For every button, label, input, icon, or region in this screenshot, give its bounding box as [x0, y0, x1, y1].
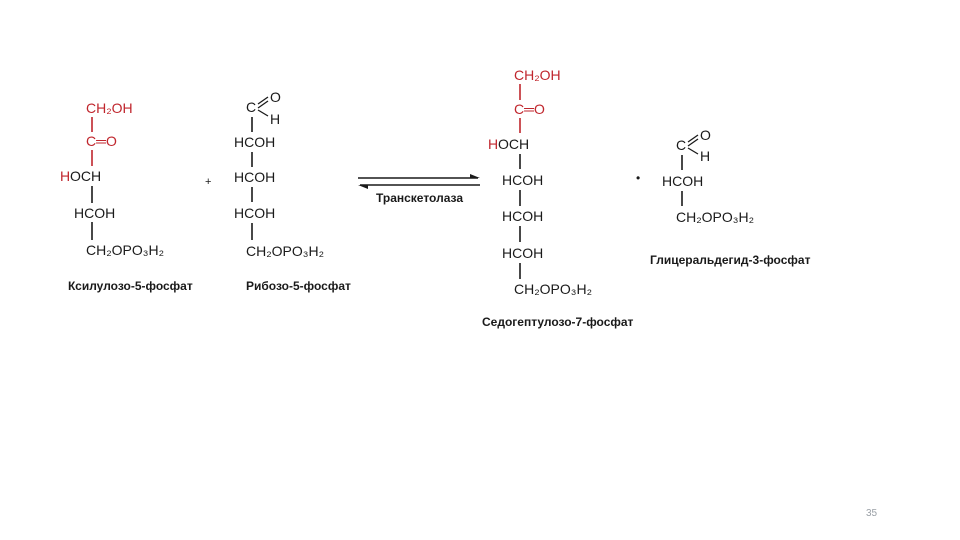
xylulose-carbon-4: HCOH [74, 205, 115, 221]
glyceraldehyde-carbon-2: HCOH [662, 173, 703, 189]
sedoheptulose-transferred-hydrogen: H [488, 136, 498, 152]
ribose-aldehyde-carbon: C [246, 99, 256, 115]
reverse-arrowhead [358, 185, 368, 189]
forward-arrowhead [470, 174, 480, 178]
plus-sign: + [205, 176, 211, 188]
double-bond [257, 100, 269, 109]
double-bond [687, 138, 699, 147]
xylulose-carbon-5: CH₂OPO₃H₂ [86, 242, 164, 258]
enzyme-label: Транскетолаза [376, 191, 463, 205]
equilibrium-arrows: Транскетолаза [358, 174, 480, 205]
sedoheptulose-caption: Седогептулозо-7-фосфат [482, 315, 634, 329]
double-bond [257, 96, 269, 105]
sedoheptulose-carbon-3: OCH [498, 136, 529, 152]
double-bond [687, 134, 699, 143]
molecule-ribose-5-phosphate: C O H HCOH HCOH HCOH CH₂OPO₃H₂ Рибозо-5-… [234, 89, 351, 293]
glyceraldehyde-aldehyde-carbon: C [676, 137, 686, 153]
sedoheptulose-carbon-5: HCOH [502, 208, 543, 224]
bond [257, 109, 269, 117]
glyceraldehyde-aldehyde-oxygen: O [700, 127, 711, 143]
xylulose-carbon-1: CH₂OH [86, 100, 133, 116]
xylulose-caption: Ксилулозо-5-фосфат [68, 279, 193, 293]
page-number: 35 [866, 508, 878, 519]
sedoheptulose-carbon-1: CH₂OH [514, 67, 561, 83]
xylulose-carbon-2: C═O [86, 133, 117, 149]
sedoheptulose-carbon-7: CH₂OPO₃H₂ [514, 281, 592, 297]
ribose-carbon-2: HCOH [234, 134, 275, 150]
bond [687, 147, 699, 155]
xylulose-carbon-3: OCH [70, 168, 101, 184]
ribose-carbon-4: HCOH [234, 205, 275, 221]
ribose-aldehyde-oxygen: O [270, 89, 281, 105]
dot-sign: • [636, 171, 640, 185]
ribose-carbon-3: HCOH [234, 169, 275, 185]
molecule-sedoheptulose-7-phosphate: CH₂OH C═O H OCH HCOH HCOH HCOH CH₂OPO₃H₂… [482, 67, 634, 329]
molecule-glyceraldehyde-3-phosphate: C O H HCOH CH₂OPO₃H₂ Глицеральдегид-3-фо… [650, 127, 811, 267]
glyceraldehyde-aldehyde-hydrogen: H [700, 148, 710, 164]
ribose-aldehyde-hydrogen: H [270, 111, 280, 127]
glyceraldehyde-caption: Глицеральдегид-3-фосфат [650, 253, 811, 267]
xylulose-transferred-hydrogen: H [60, 168, 70, 184]
sedoheptulose-carbon-6: HCOH [502, 245, 543, 261]
glyceraldehyde-carbon-3: CH₂OPO₃H₂ [676, 209, 754, 225]
sedoheptulose-carbon-4: HCOH [502, 172, 543, 188]
ribose-carbon-5: CH₂OPO₃H₂ [246, 243, 324, 259]
ribose-caption: Рибозо-5-фосфат [246, 279, 351, 293]
molecule-xylulose-5-phosphate: CH₂OH C═O H OCH HCOH CH₂OPO₃H₂ Ксилулозо… [60, 100, 193, 293]
sedoheptulose-carbon-2: C═O [514, 101, 545, 117]
